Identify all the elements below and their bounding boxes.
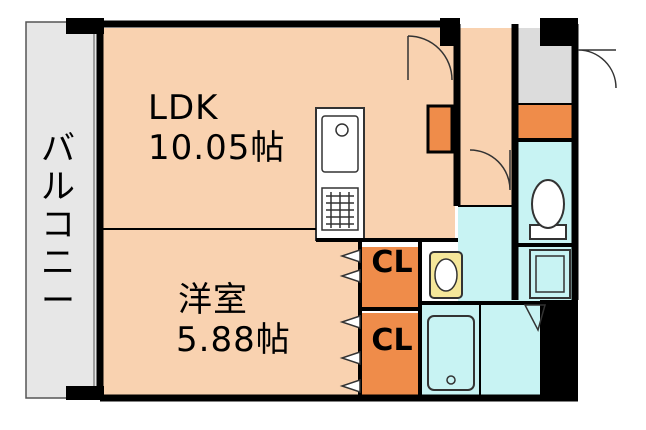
wall-corner-mid xyxy=(440,18,460,46)
closet-folding-doors xyxy=(339,248,361,394)
western-room-floor xyxy=(102,230,360,396)
hallway-floor xyxy=(455,28,515,206)
closet-top-label: CL xyxy=(371,245,413,280)
western-room-size-label: 5.88帖 xyxy=(176,320,291,360)
ldk-size-label: 10.05帖 xyxy=(148,128,286,168)
outer-walls xyxy=(96,20,579,402)
bathtub-drain xyxy=(446,375,456,385)
washing-machine-inner xyxy=(535,255,565,293)
wall-corner-br xyxy=(540,300,578,400)
stove-grates xyxy=(326,192,354,228)
sink-drain xyxy=(335,123,349,137)
shoe-box xyxy=(514,103,574,141)
closet-top xyxy=(362,247,418,307)
toilet-bowl xyxy=(531,179,565,229)
closet-bottom xyxy=(362,313,418,397)
ldk-name-label: LDK xyxy=(148,88,219,128)
bathtub xyxy=(427,315,475,391)
wall-corner-bl xyxy=(66,386,104,400)
washbasin-bowl xyxy=(434,258,458,292)
interior-walls xyxy=(102,138,575,398)
balcony-label: バルコニー xyxy=(41,129,75,321)
western-room-name-label: 洋室 xyxy=(178,280,248,320)
sink xyxy=(321,115,359,173)
ldk-floor xyxy=(102,28,455,240)
closet-bottom-label: CL xyxy=(371,323,413,358)
balcony xyxy=(25,21,99,399)
wall-corner-tl xyxy=(66,18,104,34)
door-swings xyxy=(407,35,617,333)
wall-corner-tr xyxy=(540,18,578,46)
hall-storage xyxy=(426,104,454,154)
